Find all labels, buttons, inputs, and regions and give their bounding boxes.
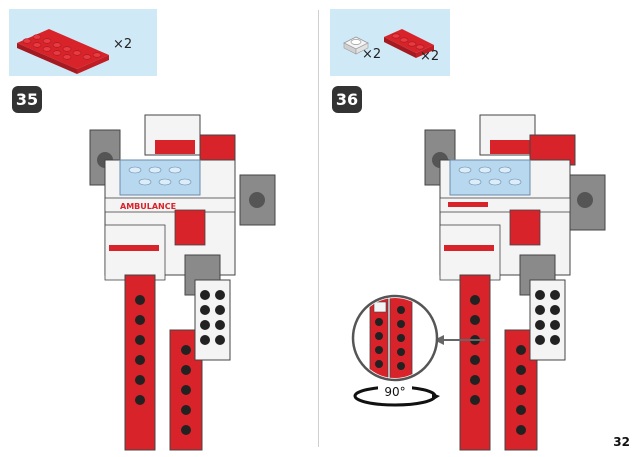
detail-zoom-callout: 90° — [351, 294, 485, 407]
page-number: 32 — [613, 435, 630, 449]
part2-quantity: ×2 — [420, 49, 440, 64]
robot-model-step-35: AMBULANCE — [89, 114, 276, 451]
page-divider — [318, 10, 319, 447]
robot-model-step-36 — [424, 114, 606, 451]
rotation-label: 90° — [384, 385, 405, 399]
red-plate-2x6-icon — [17, 29, 109, 74]
red-plate-1x4-icon — [384, 29, 434, 58]
ambulance-decal: AMBULANCE — [120, 202, 176, 211]
part-quantity: ×2 — [113, 37, 133, 52]
parts-callout-step-36: ×2 ×2 — [330, 9, 450, 76]
parts-callout-step-35: ×2 — [9, 9, 157, 76]
white-plate-1x1-icon — [343, 36, 369, 55]
step-number-35: 35 — [12, 86, 42, 113]
part1-quantity: ×2 — [362, 47, 382, 62]
step-number-36: 36 — [332, 86, 362, 113]
